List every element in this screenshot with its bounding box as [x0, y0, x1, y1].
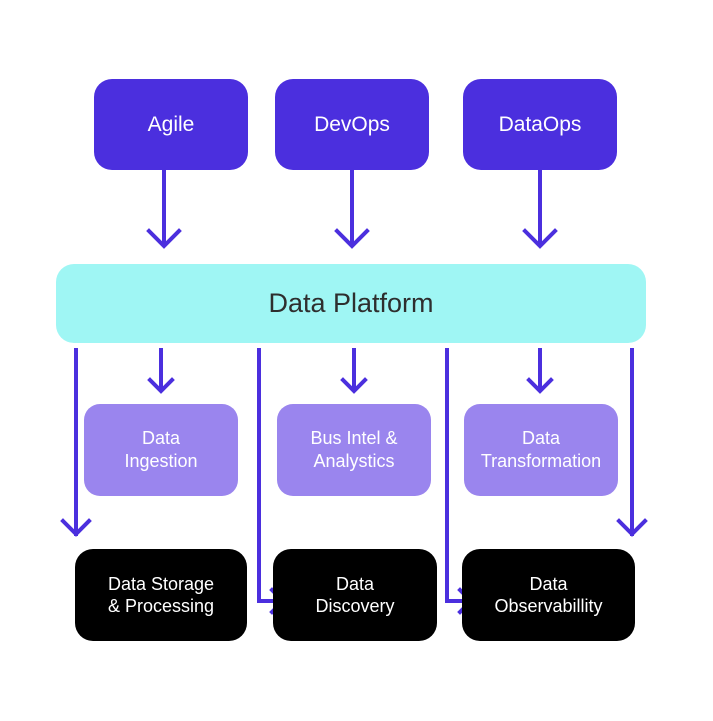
arrow-platform-to-observability-right: [616, 348, 648, 537]
data-storage-processing-box: Data Storage & Processing: [75, 549, 247, 641]
data-ingestion-box: Data Ingestion: [84, 404, 238, 496]
arrow-agile-to-platform: [146, 170, 182, 249]
arrow-platform-to-transformation: [526, 348, 554, 394]
data-discovery-box: Data Discovery: [273, 549, 437, 641]
arrow-devops-to-platform: [334, 170, 370, 249]
arrow-platform-to-bus-intel: [340, 348, 368, 394]
bus-intel-analytics-box: Bus Intel & Analystics: [277, 404, 431, 496]
data-observability-box: Data Observabillity: [462, 549, 635, 641]
agile-box: Agile: [94, 79, 248, 170]
data-transformation-box: Data Transformation: [464, 404, 618, 496]
dataops-box: DataOps: [463, 79, 617, 170]
arrow-platform-to-ingestion: [147, 348, 175, 394]
arrow-dataops-to-platform: [522, 170, 558, 249]
devops-box: DevOps: [275, 79, 429, 170]
data-platform-box: Data Platform: [56, 264, 646, 343]
